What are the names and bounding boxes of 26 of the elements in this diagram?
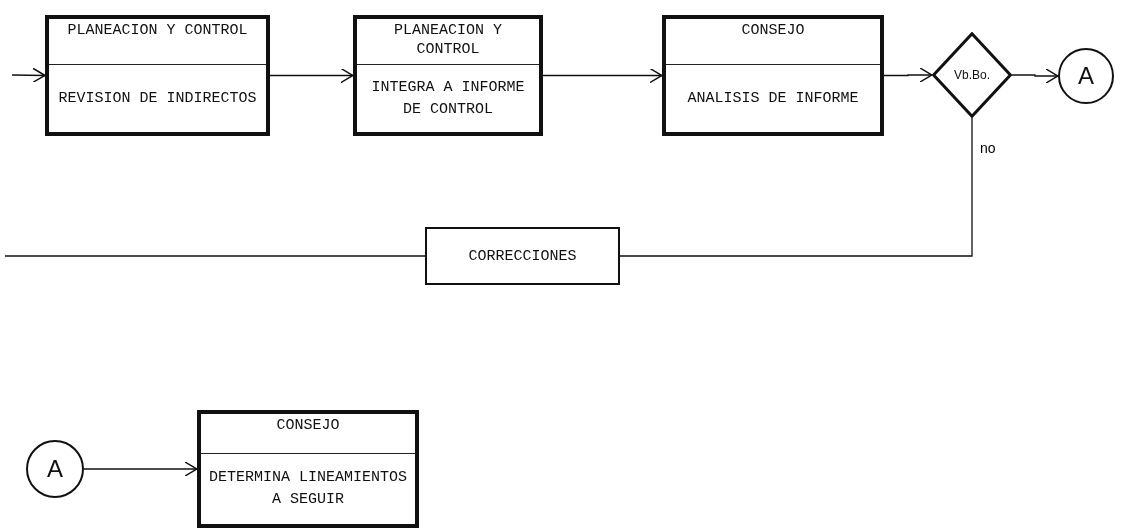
box-text: CORRECCIONES <box>468 247 577 265</box>
arrow <box>883 67 933 83</box>
arrow <box>1011 68 1059 84</box>
process-box <box>353 15 543 136</box>
decision-diamond <box>932 32 1012 118</box>
arrow <box>269 67 354 84</box>
process-box <box>662 15 884 136</box>
connector-circle: A <box>26 440 84 498</box>
box-text: INTEGRA A INFORME DE CONTROL <box>370 77 526 120</box>
decision-label: Vb.Bo. <box>954 68 990 82</box>
arrow <box>542 67 663 84</box>
box-heading: PLANEACION Y CONTROL <box>357 19 539 65</box>
box-heading: CONSEJO <box>201 414 415 454</box>
box-text: REVISION DE INDIRECTOS <box>58 88 257 109</box>
process-box <box>45 15 270 136</box>
connector-circle: A <box>1058 48 1114 104</box>
arrow <box>11 67 46 84</box>
box-heading: PLANEACION Y CONTROL <box>49 19 266 65</box>
box-heading: CONSEJO <box>666 19 880 65</box>
connector-line <box>619 117 973 257</box>
arrow <box>83 461 198 477</box>
connector-line <box>4 255 426 257</box>
process-box <box>425 227 620 285</box>
box-text: DETERMINA LINEAMIENTOS A SEGUIR <box>207 468 408 510</box>
process-box <box>197 410 419 528</box>
box-text: ANALISIS DE INFORME <box>687 88 859 109</box>
